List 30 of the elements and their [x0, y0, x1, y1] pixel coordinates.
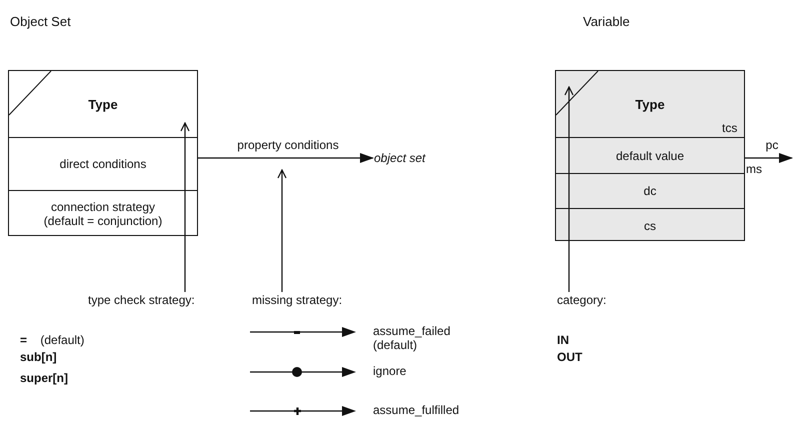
- italic-label: object set: [374, 151, 426, 165]
- notation-label: super[n]: [20, 371, 68, 385]
- annotation-text: category:: [557, 293, 606, 307]
- arrow: [745, 153, 793, 163]
- type-heading: Type: [635, 96, 665, 112]
- annotation-text: missing strategy:: [252, 293, 342, 307]
- compartment-text: connection strategy (default = conjunction): [42, 200, 164, 228]
- annotation-text: type check strategy:: [88, 293, 195, 307]
- edge-label: property conditions: [237, 138, 339, 152]
- compartment-text: cs: [644, 218, 656, 232]
- corner-label: tcs: [722, 121, 738, 135]
- notation-label: ms: [746, 162, 762, 176]
- notation-label: = (default): [20, 333, 84, 347]
- notation-label: sub[n]: [20, 350, 57, 364]
- legend-text: assume_fulfilled: [373, 403, 460, 417]
- arrow: [180, 122, 190, 292]
- legend-text: ignore: [373, 364, 408, 378]
- arrow: [564, 86, 574, 292]
- type-heading: Type: [88, 96, 118, 112]
- edge-label: pc: [766, 138, 778, 152]
- diagram-heading: Variable: [583, 15, 630, 29]
- diagram-heading: Object Set: [10, 15, 71, 29]
- notation-label: OUT: [557, 350, 582, 364]
- compartment-text: default value: [616, 148, 684, 162]
- arrow: [198, 153, 374, 163]
- compartment-text: direct conditions: [60, 157, 146, 171]
- arrow: [277, 169, 287, 292]
- compartment-text: dc: [644, 184, 656, 198]
- legend-text: assume_failed (default): [373, 324, 452, 352]
- notation-label: IN: [557, 333, 569, 347]
